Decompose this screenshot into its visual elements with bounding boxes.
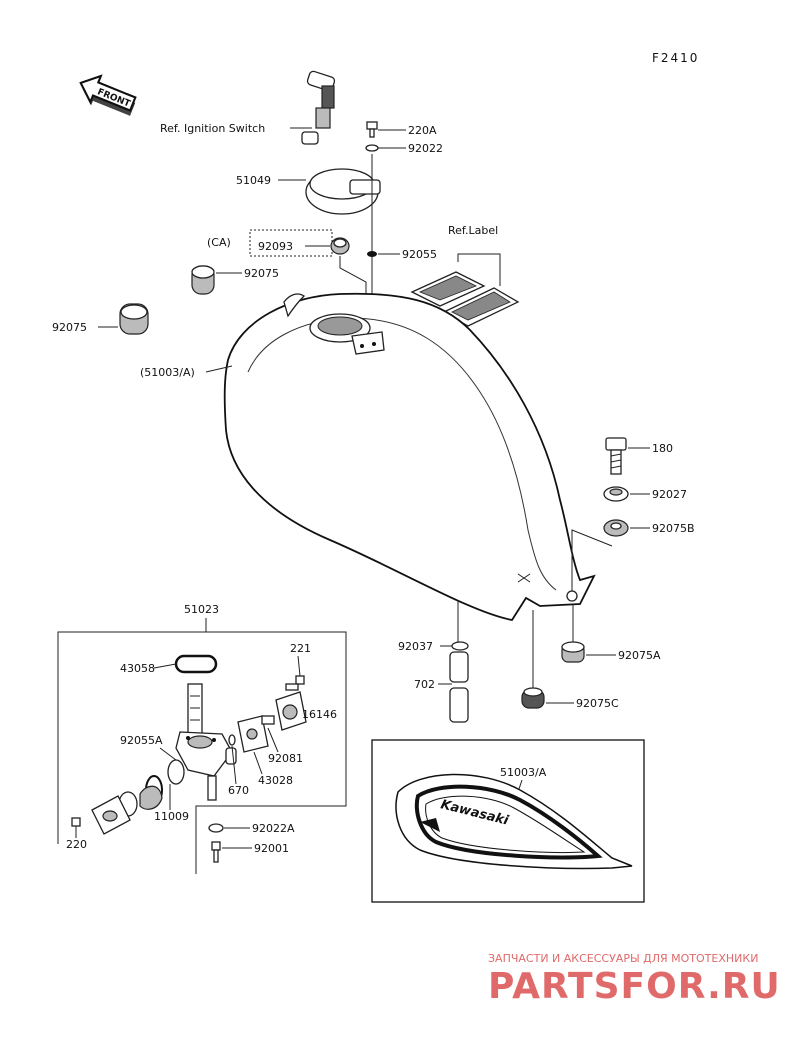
- hose-702-icon: [449, 651, 469, 723]
- bolt-220a-icon: [366, 121, 378, 138]
- fuel-cap-icon: [305, 168, 381, 215]
- callout-43028: 43028: [258, 774, 293, 787]
- callout-92022: 92022: [408, 142, 443, 155]
- callout-92075b: 92075B: [652, 522, 695, 535]
- callout-702: 702: [414, 678, 435, 691]
- watermark-line1: ЗАПЧАСТИ И АКСЕССУАРЫ ДЛЯ МОТОТЕХНИКИ: [488, 952, 758, 965]
- callout-92075c: 92075C: [576, 697, 619, 710]
- damper-92075-upper-icon: [191, 265, 215, 295]
- callout-220a: 220A: [408, 124, 437, 137]
- bolt-180-icon: [605, 437, 627, 475]
- callout-670: 670: [228, 784, 249, 797]
- damper-92075a-icon: [561, 641, 585, 663]
- callout-92075-b: 92075: [52, 321, 87, 334]
- callout-92055a: 92055A: [120, 734, 163, 747]
- callout-92093: 92093: [258, 240, 293, 253]
- seal-92055-icon: [367, 251, 377, 257]
- watermark-line2: PARTSFOR.RU: [488, 966, 781, 1007]
- callout-92075a: 92075A: [618, 649, 661, 662]
- collar-92027-icon: [603, 486, 629, 502]
- ignition-key-icon: [301, 70, 336, 145]
- inset-tank-icon: Kawasaki: [395, 773, 633, 870]
- callout-ca: (CA): [207, 236, 231, 249]
- callout-221: 221: [290, 642, 311, 655]
- callout-51003a: (51003/A): [140, 366, 195, 379]
- callout-16146: 16146: [302, 708, 337, 721]
- figure-code: F2410: [652, 51, 699, 65]
- damper-92075c-icon: [521, 687, 545, 709]
- callout-92081: 92081: [268, 752, 303, 765]
- callout-220: 220: [66, 838, 87, 851]
- fuel-tank-icon: [223, 292, 596, 621]
- ref-ignition-switch-label: Ref. Ignition Switch: [160, 122, 265, 135]
- clip-92037-icon: [451, 641, 469, 651]
- front-arrow-icon: FRONT: [79, 74, 137, 116]
- fuel-cock-box: [57, 631, 347, 874]
- ref-label-text: Ref.Label: [448, 224, 498, 237]
- callout-51003a-inset: 51003/A: [500, 766, 547, 779]
- callout-92055: 92055: [402, 248, 437, 261]
- callout-92037: 92037: [398, 640, 433, 653]
- grommet-92093-icon: [330, 237, 350, 255]
- callout-43058: 43058: [120, 662, 155, 675]
- callout-92001: 92001: [254, 842, 289, 855]
- callout-51049: 51049: [236, 174, 271, 187]
- callout-92075-a: 92075: [244, 267, 279, 280]
- callout-51023: 51023: [184, 603, 219, 616]
- label-sticker-left-icon: [410, 271, 486, 307]
- callout-180: 180: [652, 442, 673, 455]
- callout-92027: 92027: [652, 488, 687, 501]
- damper-92075b-icon: [603, 519, 629, 537]
- damper-92075-lower-icon: [119, 303, 149, 335]
- callout-92022a: 92022A: [252, 822, 295, 835]
- washer-92022-icon: [365, 144, 379, 152]
- ca-bracket-box: [249, 229, 333, 257]
- callout-11009: 11009: [154, 810, 189, 823]
